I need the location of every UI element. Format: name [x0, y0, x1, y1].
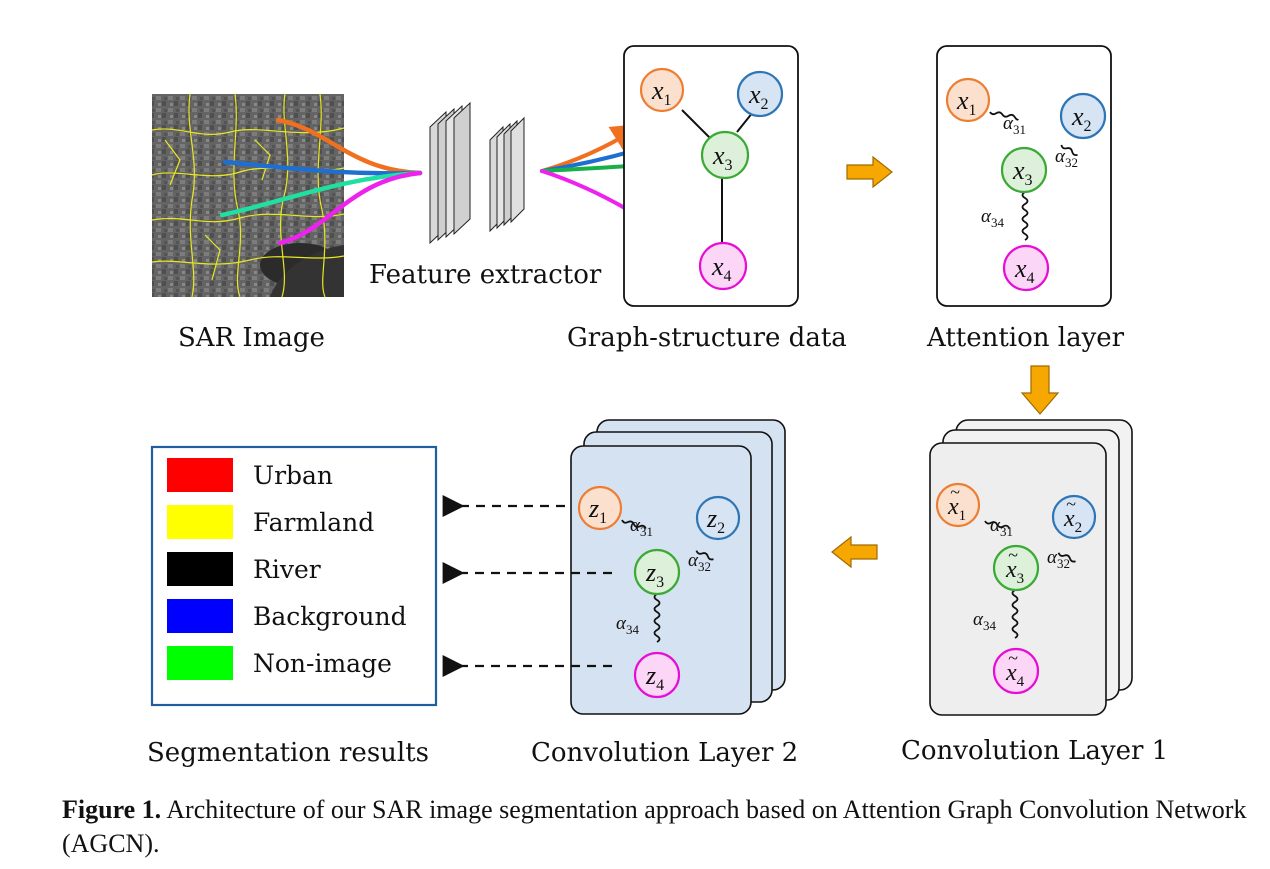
- feature-extractor-blocks: [429, 101, 525, 245]
- conv1-x1-label: x1: [947, 494, 966, 524]
- att-x2-label: x2: [1071, 102, 1092, 135]
- conv1-x3-label: x3: [1005, 557, 1024, 587]
- tilde-mark: ~: [1008, 545, 1018, 565]
- conv1-alpha32: α32: [1047, 547, 1070, 571]
- legend-swatch-urban: [167, 458, 233, 492]
- figure-number: Figure 1.: [62, 795, 162, 824]
- node-x2-label: x2: [748, 80, 769, 113]
- legend-swatch-farmland: [167, 505, 233, 539]
- legend-label-farmland: Farmland: [253, 508, 374, 537]
- att-alpha34: α34: [981, 206, 1004, 230]
- flow-arrows: [831, 155, 1060, 569]
- legend-swatch-river: [167, 552, 233, 586]
- legend-label-urban: Urban: [253, 461, 333, 490]
- conv-layer-2-stack: [570, 419, 786, 715]
- att-x1-label: x1: [956, 86, 977, 119]
- legend-label-background: Background: [253, 602, 407, 631]
- arrow-right-icon: [846, 155, 893, 189]
- conv2-alpha34: α34: [616, 613, 639, 637]
- conv-layer-2-label: Convolution Layer 2: [531, 738, 798, 768]
- att-x3-label: x3: [1012, 156, 1033, 189]
- caption-text: Architecture of our SAR image segmentati…: [62, 795, 1247, 858]
- tilde-mark: ~: [950, 482, 960, 502]
- attention-layer-box: [936, 45, 1112, 307]
- arrow-left-icon: [831, 535, 878, 569]
- legend-swatch-non-image: [167, 646, 233, 680]
- legend-label-river: River: [253, 555, 321, 584]
- conv1-x4-label: x4: [1005, 660, 1025, 690]
- conv2-alpha31: α31: [630, 515, 653, 539]
- conv-layer-1-stack: [929, 419, 1133, 716]
- output-dashed-arrows: [442, 495, 612, 677]
- node-x4-label: x4: [711, 252, 732, 285]
- node-x3-label: x3: [712, 141, 733, 174]
- legend-label-non-image: Non-image: [253, 649, 392, 678]
- feature-extractor-label: Feature extractor: [369, 260, 602, 290]
- att-alpha32: α32: [1055, 146, 1078, 170]
- conv-layer-1-label: Convolution Layer 1: [901, 736, 1168, 766]
- sar-image: [151, 93, 345, 298]
- node-x1-label: x1: [651, 76, 672, 109]
- conv1-x2-label: x2: [1063, 506, 1082, 536]
- conv2-z3-label: z3: [645, 558, 664, 591]
- conv1-alpha31: α31: [990, 515, 1013, 539]
- conv2-alpha32: α32: [688, 550, 711, 574]
- legend-swatch-background: [167, 599, 233, 633]
- tilde-mark: ~: [1008, 648, 1018, 668]
- conv1-alpha34: α34: [973, 609, 996, 633]
- conv2-z1-label: z1: [588, 494, 607, 527]
- graph-structure-box: [623, 45, 799, 307]
- graph-structure-label: Graph-structure data: [567, 323, 847, 353]
- sar-image-label: SAR Image: [178, 323, 325, 353]
- att-alpha31: α31: [1003, 113, 1026, 137]
- feature-curves: [219, 117, 423, 246]
- attention-layer-label: Attention layer: [926, 323, 1125, 353]
- att-x4-label: x4: [1014, 254, 1035, 287]
- tilde-mark: ~: [1066, 494, 1076, 514]
- conv2-z4-label: z4: [645, 661, 664, 694]
- conv2-z2-label: z2: [706, 504, 725, 537]
- segmentation-results-label: Segmentation results: [147, 738, 429, 768]
- figure-caption: Figure 1. Architecture of our SAR image …: [62, 793, 1252, 861]
- arrow-down-icon: [1020, 365, 1060, 415]
